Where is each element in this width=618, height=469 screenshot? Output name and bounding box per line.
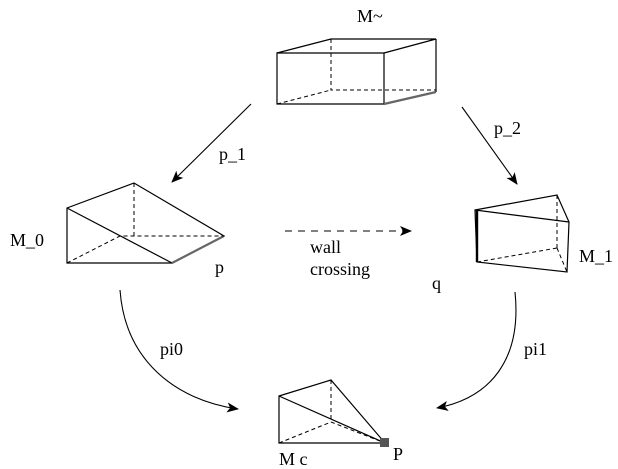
space-label-top: M~	[357, 6, 383, 26]
space-label-bottom: M c	[279, 449, 308, 469]
space-label-left: M_0	[10, 230, 44, 250]
map-label-pi1: pi1	[524, 339, 547, 359]
top-box-figure	[276, 38, 437, 106]
right-prism-figure	[474, 194, 570, 273]
bottom-figure	[278, 379, 389, 447]
point-label-q: q	[432, 273, 441, 293]
left-wedge-figure	[66, 182, 226, 264]
wall-label-line2: crossing	[310, 259, 370, 279]
arrow-p1	[171, 103, 252, 183]
map-label-p1: p_1	[219, 144, 246, 164]
point-label-p: p	[215, 257, 224, 277]
point-label-P: P	[393, 444, 403, 464]
space-label-right: M_1	[579, 246, 613, 266]
arrow-p2	[461, 106, 518, 185]
arrow-pi1	[436, 291, 517, 411]
map-label-pi0: pi0	[160, 339, 183, 359]
map-label-p2: p_2	[494, 118, 521, 138]
arrow-pi0	[119, 289, 239, 413]
wall-label-line1: wall	[310, 237, 341, 257]
point-P-marker	[380, 438, 389, 447]
